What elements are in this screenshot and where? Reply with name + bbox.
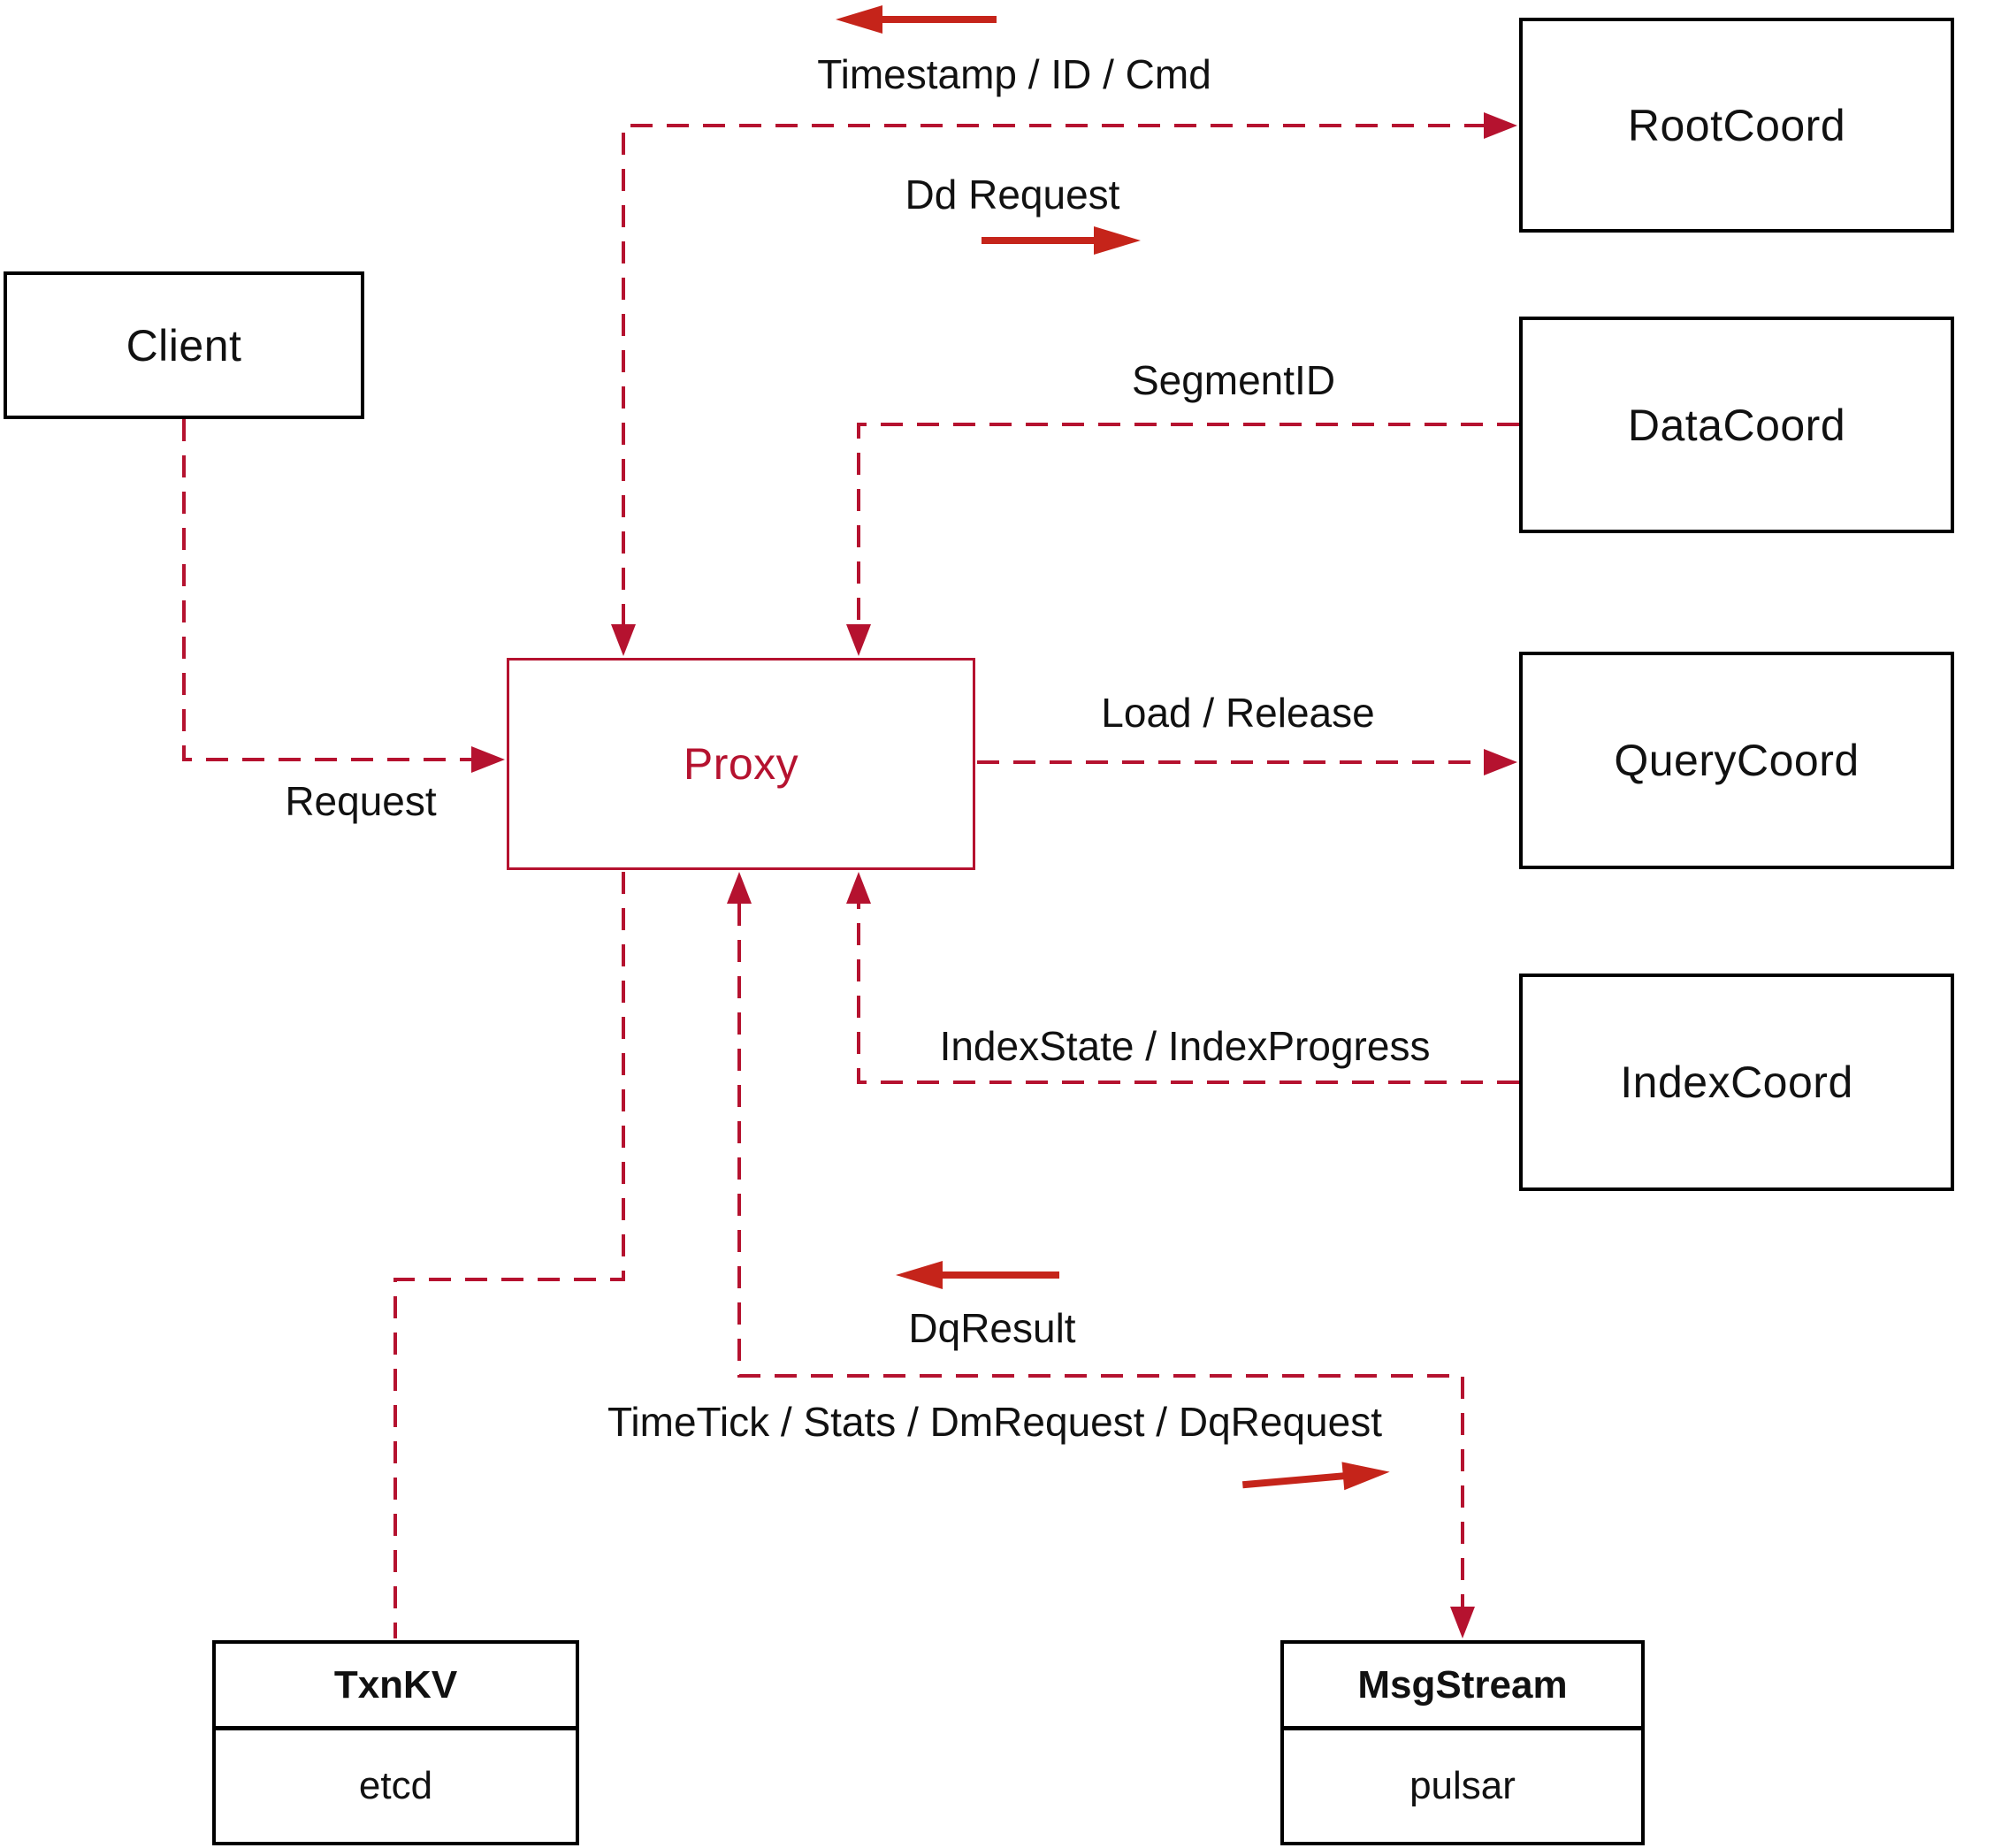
- msgstream-node-title: MsgStream: [1284, 1644, 1641, 1730]
- datacoord-node-label: DataCoord: [1627, 400, 1846, 450]
- client-node-label: Client: [126, 320, 242, 370]
- dqresult-edge-label: DqResult: [908, 1305, 1076, 1351]
- client-node: Client: [4, 271, 364, 419]
- request-edge-label: Request: [285, 778, 437, 824]
- edge-rootcoord-proxy-arrowhead: [611, 624, 636, 656]
- timetick-stats-dmrequest-dqrequest-edge-label: TimeTick / Stats / DmRequest / DqRequest: [607, 1399, 1382, 1445]
- dd-request-direction-arrow-icon: [982, 226, 1141, 255]
- edge-client-proxy-arrowhead: [471, 746, 505, 773]
- edge-indexcoord-proxy-line: [857, 904, 1519, 1084]
- edge-msgstream-proxy-arrowhead: [727, 872, 752, 904]
- edge-proxy-rootcoord-line: [622, 124, 1484, 626]
- txnkv-node-title: TxnKV: [216, 1644, 576, 1730]
- edge-datacoord-proxy-line: [857, 423, 1519, 624]
- msgstream-node: MsgStream pulsar: [1280, 1640, 1645, 1845]
- segmentid-edge-label: SegmentID: [1131, 357, 1336, 403]
- proxy-node: Proxy: [507, 658, 975, 870]
- msgstream-node-impl: pulsar: [1409, 1764, 1516, 1807]
- querycoord-node: QueryCoord: [1519, 652, 1954, 869]
- txnkv-node: TxnKV etcd: [212, 1640, 579, 1845]
- edge-proxy-txnkv-line: [393, 872, 625, 1638]
- querycoord-node-label: QueryCoord: [1614, 736, 1860, 785]
- rootcoord-node: RootCoord: [1519, 18, 1954, 233]
- dd-request-edge-label: Dd Request: [905, 172, 1120, 218]
- timetick-direction-arrow-icon: [1241, 1462, 1390, 1491]
- edge-indexcoord-proxy-arrowhead: [846, 872, 871, 904]
- rootcoord-node-label: RootCoord: [1627, 100, 1846, 150]
- timestamp-direction-arrow-icon: [836, 5, 997, 34]
- timestamp-id-cmd-edge-label: Timestamp / ID / Cmd: [817, 51, 1211, 97]
- edge-proxy-msgstream-line: [737, 904, 1464, 1607]
- edge-datacoord-proxy-arrowhead: [846, 624, 871, 656]
- edge-proxy-msgstream-arrowhead: [1450, 1607, 1475, 1638]
- load-release-edge-label: Load / Release: [1101, 690, 1375, 736]
- indexcoord-node: IndexCoord: [1519, 974, 1954, 1191]
- indexstate-indexprogress-edge-label: IndexState / IndexProgress: [939, 1023, 1431, 1069]
- edge-proxy-querycoord-arrowhead: [1484, 749, 1517, 775]
- txnkv-node-impl: etcd: [358, 1764, 433, 1807]
- indexcoord-node-label: IndexCoord: [1620, 1058, 1853, 1107]
- edge-client-proxy-line: [182, 419, 471, 761]
- edge-proxy-rootcoord-arrowhead: [1484, 112, 1517, 139]
- proxy-node-label: Proxy: [683, 739, 799, 789]
- datacoord-node: DataCoord: [1519, 317, 1954, 533]
- dqresult-direction-arrow-icon: [896, 1261, 1059, 1289]
